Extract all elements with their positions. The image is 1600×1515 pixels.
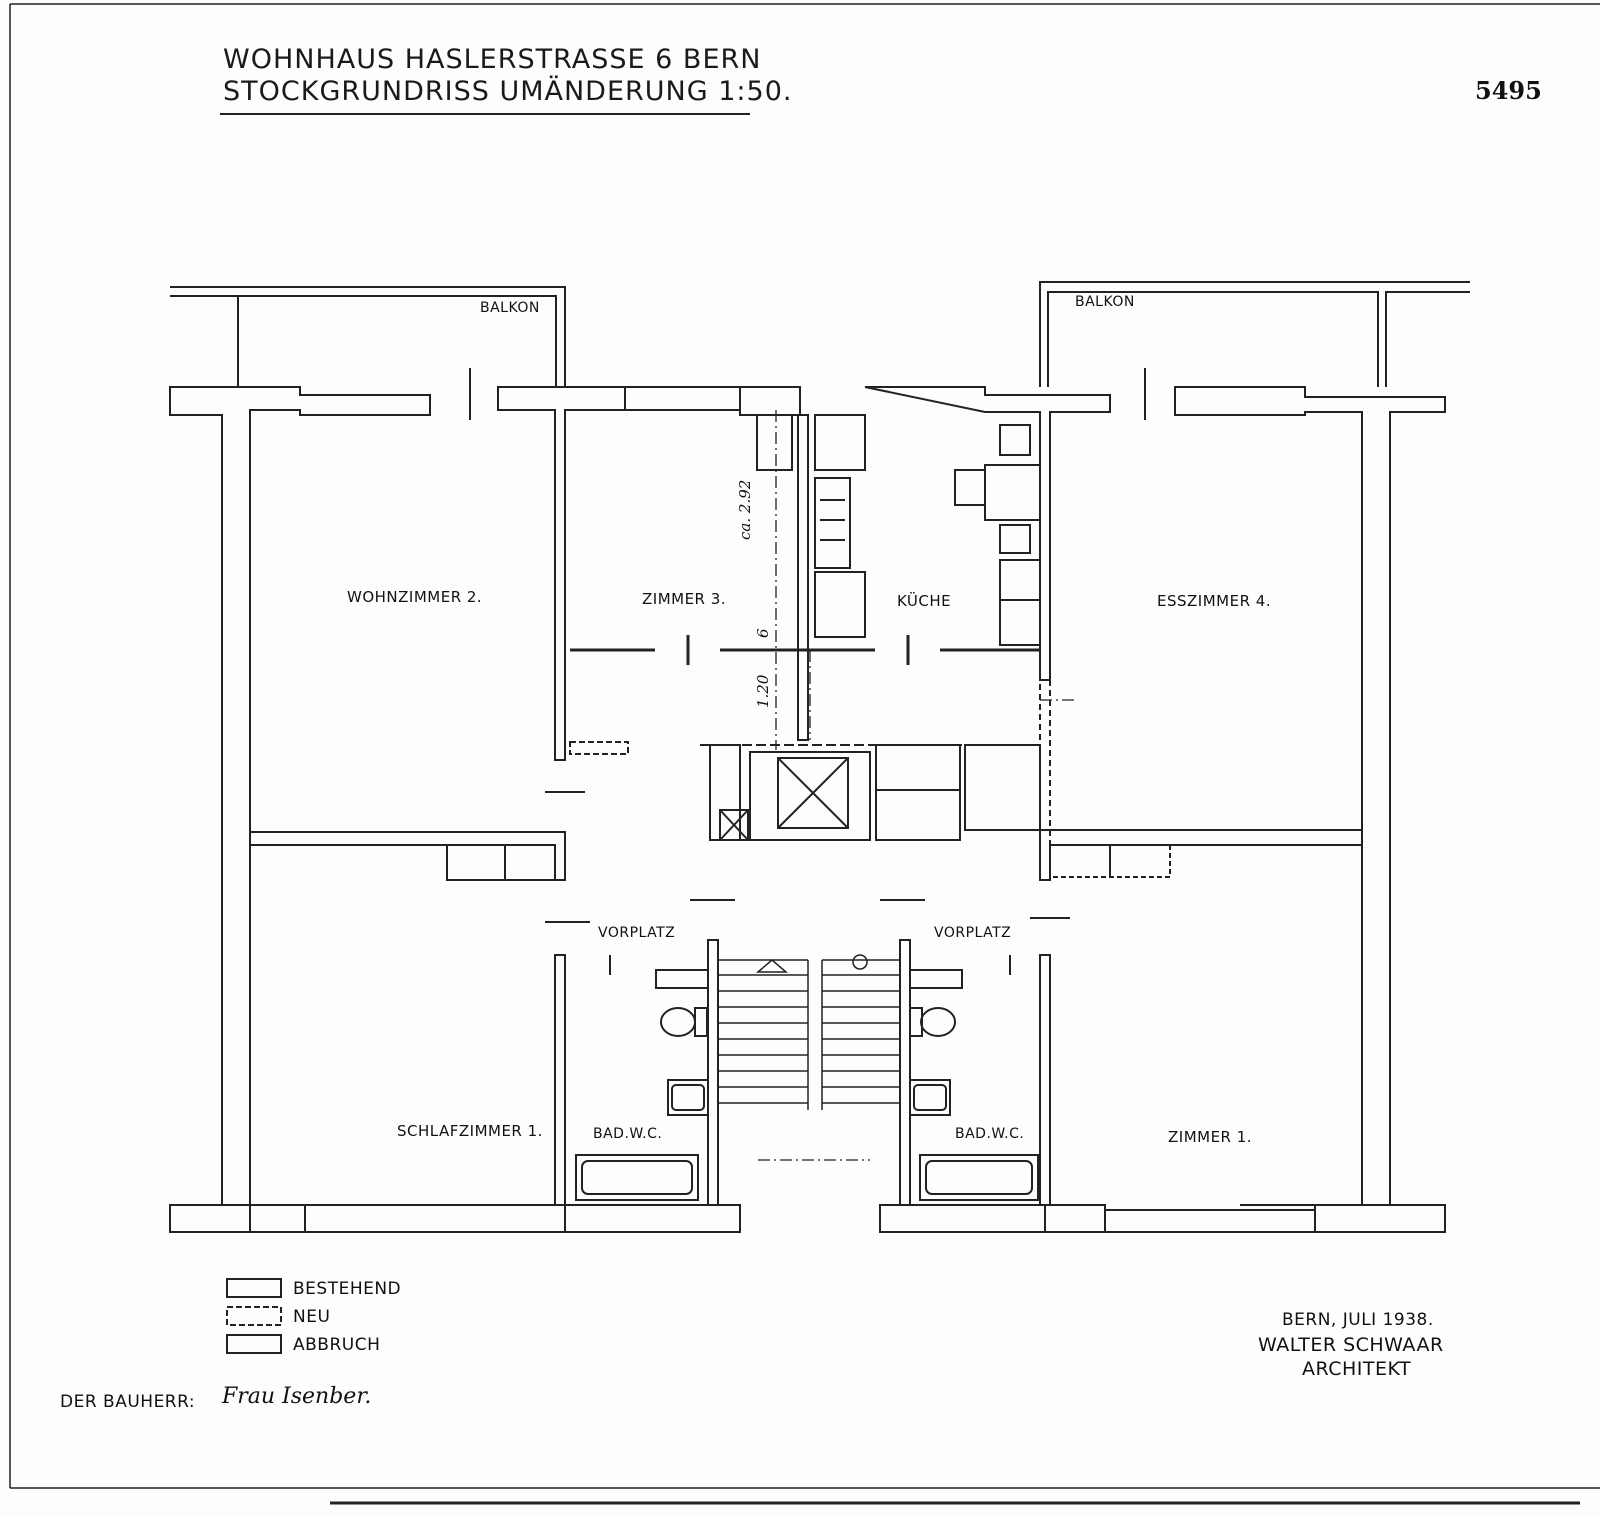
legend-abbruch: ABBRUCH — [293, 1335, 381, 1355]
elevator-core — [700, 744, 1041, 841]
balcony-left — [170, 286, 566, 387]
stair-direction-arrow — [755, 959, 789, 973]
dimension-1-20: 1.20 — [754, 674, 772, 708]
construction-lines — [758, 410, 1075, 1161]
room-label-bad-left: BAD.W.C. — [593, 1126, 663, 1142]
room-label-esszimmer: ESSZIMMER 4. — [1157, 592, 1272, 610]
legend-swatches — [226, 1278, 282, 1354]
room-label-bad-right: BAD.W.C. — [955, 1126, 1025, 1142]
sheet-border — [9, 3, 1600, 1505]
balcony-right — [1039, 281, 1470, 387]
exterior-walls — [169, 386, 1446, 1233]
room-label-vorplatz-right: VORPLATZ — [934, 925, 1012, 941]
stair-marker — [852, 954, 868, 970]
architect-name: WALTER SCHWAAR — [1258, 1334, 1444, 1356]
staircase — [718, 954, 900, 1110]
room-label-zimmer1: ZIMMER 1. — [1168, 1128, 1253, 1146]
legend-bestehend: BESTEHEND — [293, 1279, 402, 1299]
kitchen-fittings — [756, 414, 1041, 646]
room-label-wohnzimmer: WOHNZIMMER 2. — [347, 588, 483, 606]
room-label-balkon-right: BALKON — [1075, 294, 1135, 310]
room-label-schlafzimmer: SCHLAFZIMMER 1. — [397, 1122, 543, 1140]
legend-neu: NEU — [293, 1307, 331, 1327]
partitions — [570, 635, 1040, 665]
room-label-zimmer3: ZIMMER 3. — [642, 590, 727, 608]
interior-walls — [249, 414, 1363, 1206]
room-label-kueche: KÜCHE — [897, 592, 952, 610]
place-date: BERN, JULI 1938. — [1282, 1310, 1434, 1330]
wardrobes — [446, 844, 1171, 881]
dimension-6: 6 — [754, 628, 772, 638]
room-label-vorplatz-left: VORPLATZ — [598, 925, 676, 941]
architect-title: ARCHITEKT — [1302, 1358, 1412, 1380]
room-label-balkon-left: BALKON — [480, 300, 540, 316]
bauherr-label: DER BAUHERR: — [60, 1392, 196, 1412]
drawing-title: WOHNHAUS HASLERSTRASSE 6 BERN — [223, 44, 762, 75]
drawing-subtitle: STOCKGRUNDRISS UMÄNDERUNG 1:50. — [223, 76, 793, 107]
door-marks — [469, 368, 1146, 975]
bathroom-fixtures — [575, 969, 1039, 1201]
bauherr-signature: Frau Isenber. — [222, 1384, 372, 1409]
sheet-number: 5495 — [1475, 76, 1542, 105]
dimension-ca-2-92: ca. 2.92 — [736, 479, 754, 540]
